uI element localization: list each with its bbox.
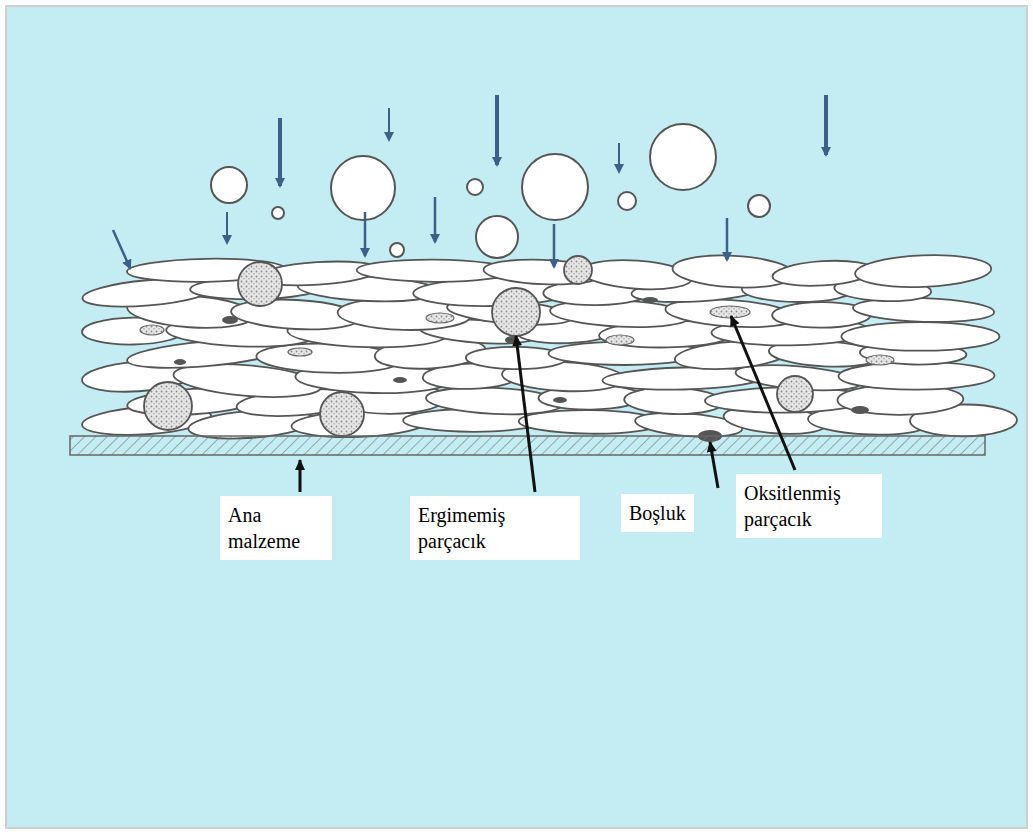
void: [851, 406, 869, 414]
oxidized-particle: [426, 313, 454, 323]
oxidized-particle: [140, 325, 164, 335]
unmelted-particle: [238, 262, 282, 306]
droplets: [211, 124, 770, 258]
unmelted-particle: [320, 392, 364, 436]
callout-label: Ana malzeme: [220, 496, 332, 560]
oxidized-particle: [606, 335, 634, 345]
unmelted-particle: [777, 376, 813, 412]
oxidized-particle: [710, 306, 750, 318]
callout-label: Boşluk: [621, 494, 694, 532]
unmelted-particle: [144, 382, 192, 430]
void: [174, 359, 186, 365]
void: [222, 316, 238, 324]
callout-label: Ergimemiş parçacık: [410, 496, 580, 560]
void: [553, 397, 567, 403]
callout-label: Oksitlenmiş parçacık: [736, 474, 882, 538]
unmelted-particle: [492, 288, 540, 336]
oxidized-particle: [288, 348, 312, 356]
unmelted-particle: [564, 256, 592, 284]
oxidized-particle: [866, 355, 894, 365]
coating-splats: [81, 253, 1017, 443]
spray-arrows: [113, 95, 826, 268]
leader-lines: [300, 316, 795, 492]
splat: [855, 253, 992, 290]
void: [642, 297, 658, 303]
splat: [841, 322, 999, 351]
splat: [838, 361, 994, 390]
void: [393, 377, 407, 383]
